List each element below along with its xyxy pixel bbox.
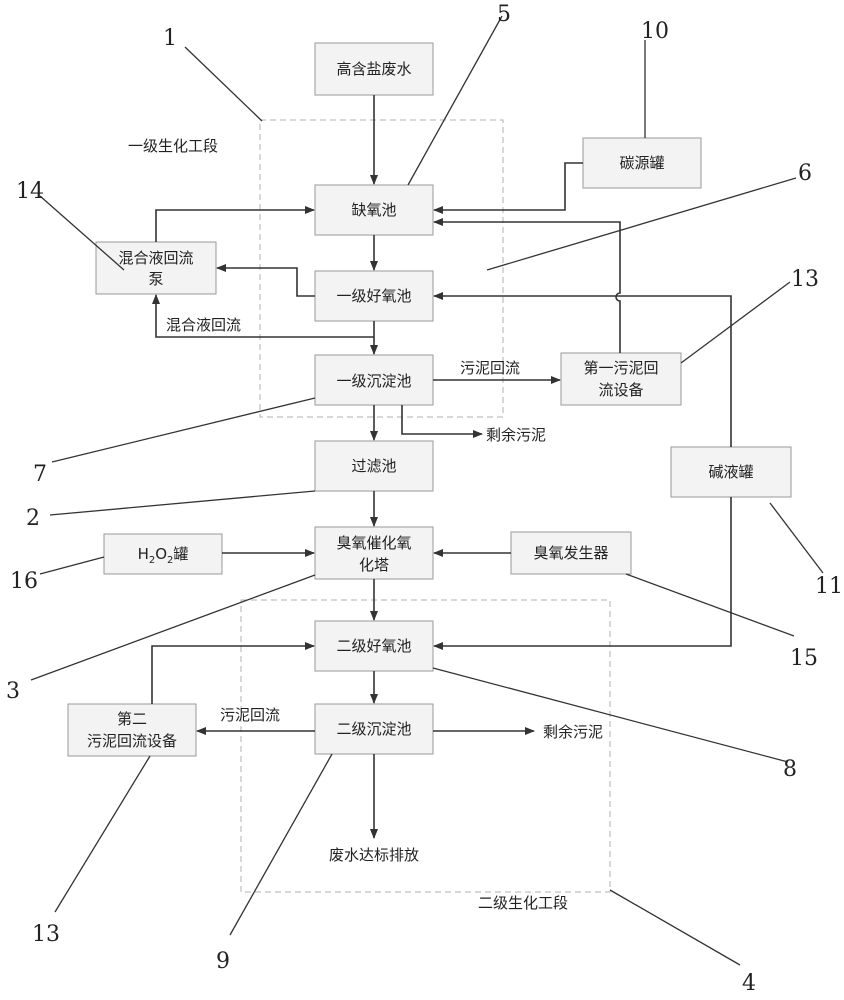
svg-text:流设备: 流设备 [598,381,643,399]
svg-text:一级好氧池: 一级好氧池 [336,287,411,305]
sludge-return-2-to-aerobic-arrow [151,642,315,704]
leader-line [30,574,316,681]
ozone-catalytic-oxidation-tower-box: 臭氧催化氧 化塔 [314,526,434,580]
svg-text:臭氧发生器: 臭氧发生器 [533,544,608,562]
svg-text:缺氧池: 缺氧池 [351,201,396,219]
svg-text:H2O2罐: H2O2罐 [138,545,189,566]
svg-text:第二: 第二 [117,710,147,728]
aerobic-tank-1-box: 一级好氧池 [314,270,434,322]
leader-line [407,15,503,186]
svg-text:二级好氧池: 二级好氧池 [336,637,411,655]
ref-number-15: 15 [790,646,818,671]
sedimentation-tank-1-box: 一级沉淀池 [314,354,434,406]
alkali-to-aerobic-2-arrow [433,497,732,650]
sludge-return-2-label: 污泥回流 [220,706,280,724]
sludge-return-equipment-2-box: 第二 污泥回流设备 [67,703,197,757]
svg-text:一级沉淀池: 一级沉淀池 [336,372,411,390]
leader-line [49,490,316,516]
anoxic-tank-box: 缺氧池 [314,184,434,236]
ref-number-13a: 13 [791,267,819,292]
ref-number-14: 14 [16,179,44,204]
svg-text:高含盐废水: 高含盐废水 [336,60,411,78]
leader-line [432,667,789,763]
sedimentation-tank-2-box: 二级沉淀池 [314,703,434,755]
excess-sludge-1-arrow [401,405,483,438]
sludge-return-1-label: 污泥回流 [460,359,520,377]
leader-line [609,889,741,966]
ref-number-5: 5 [497,2,511,27]
leader-line [54,755,151,913]
mixed-liquor-return-arrow [152,294,374,338]
high-salt-wastewater-box: 高含盐废水 [314,42,434,96]
leader-line [39,556,105,575]
ref-number-10: 10 [641,19,669,44]
ref-number-1: 1 [163,26,177,51]
pump-to-anoxic-arrow [155,206,315,242]
svg-text:碱液罐: 碱液罐 [708,463,753,481]
filter-tank-box: 过滤池 [314,440,434,492]
svg-text:过滤池: 过滤池 [351,457,396,475]
svg-text:泵: 泵 [148,270,163,288]
mixed-liquor-return-label: 混合液回流 [166,316,241,334]
aerobic-to-pump-arrow [216,264,315,297]
leader-line [229,753,333,936]
alkali-to-aerobic-1-arrow [433,292,732,447]
leader-line [486,177,797,271]
discharge-label: 废水达标排放 [329,846,419,864]
sludge-return-equipment-1-box: 第一污泥回 流设备 [560,352,682,406]
leader-line [39,195,125,271]
excess-sludge-2-label: 剩余污泥 [543,723,603,741]
carbon-feed-arrow [433,162,583,214]
leader-line [769,502,824,574]
leader-line [625,573,795,637]
sludge-return-1-to-anoxic-arrow [433,218,621,353]
leader-line [680,281,791,364]
leader-line [51,397,316,463]
ref-number-3: 3 [6,679,20,704]
ref-number-2: 2 [26,506,40,531]
ref-number-13b: 13 [32,922,60,947]
svg-text:混合液回流: 混合液回流 [118,249,193,267]
ref-number-8: 8 [783,757,797,782]
carbon-tank-box: 碳源罐 [582,137,702,189]
h2o2-tank-box: H2O2罐 [103,533,223,575]
ref-number-4: 4 [742,971,756,996]
stage2-label: 二级生化工段 [478,894,568,912]
ozone-generator-box: 臭氧发生器 [510,531,632,575]
aerobic-tank-2-box: 二级好氧池 [314,620,434,672]
ref-number-9: 9 [216,949,230,974]
ref-number-7: 7 [33,462,47,487]
svg-text:第一污泥回: 第一污泥回 [583,359,658,377]
svg-text:臭氧催化氧: 臭氧催化氧 [336,534,411,552]
alkali-tank-box: 碱液罐 [670,446,792,498]
ref-number-16: 16 [10,569,38,594]
excess-sludge-1-label: 剩余污泥 [486,426,546,444]
svg-text:二级沉淀池: 二级沉淀池 [336,720,411,738]
svg-text:污泥回流设备: 污泥回流设备 [87,732,177,750]
ref-number-6: 6 [798,161,812,186]
svg-text:化塔: 化塔 [359,556,389,574]
leader-line [184,46,263,122]
svg-text:碳源罐: 碳源罐 [619,154,664,172]
ref-number-11: 11 [815,574,843,599]
stage1-label: 一级生化工段 [128,137,218,155]
mixed-liquor-return-pump-box: 混合液回流 泵 [95,241,217,295]
stage2-frame [240,599,611,893]
